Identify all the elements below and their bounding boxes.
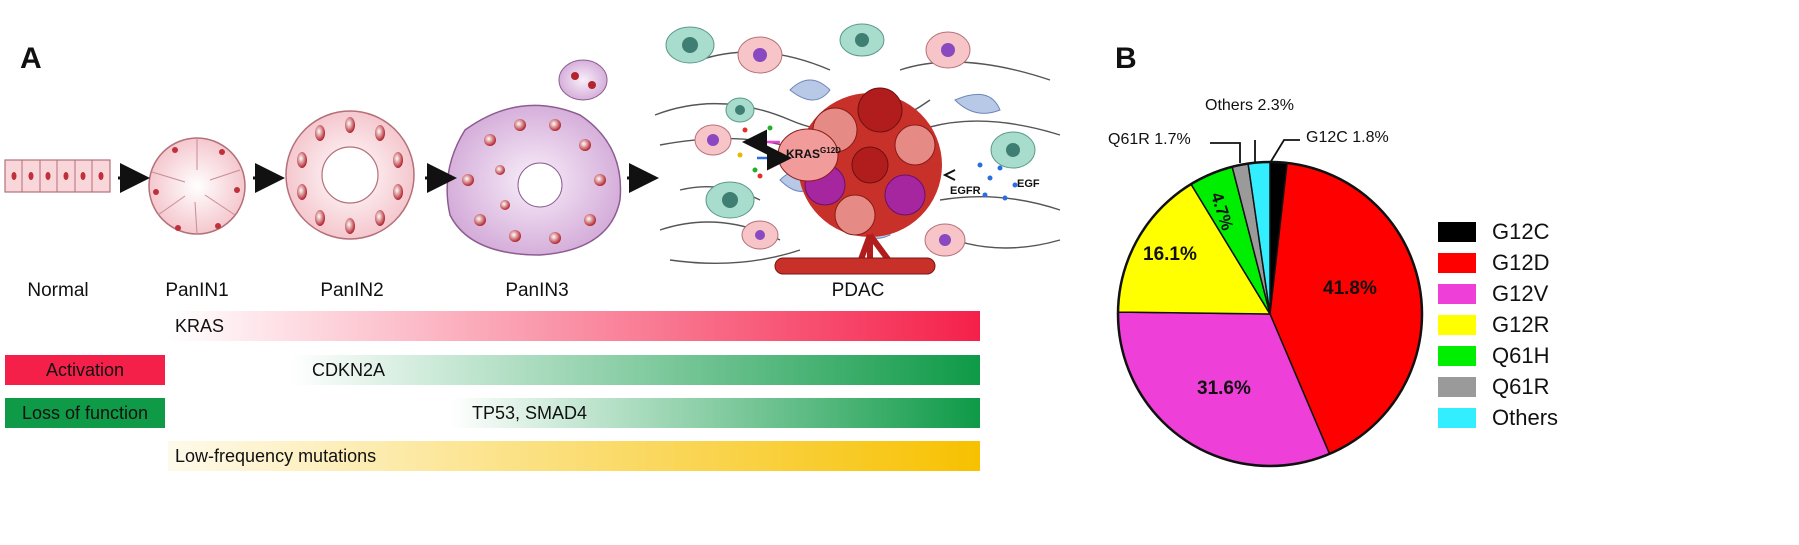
pie-legend-swatch [1438, 315, 1476, 335]
low-frequency-bar-label: Low-frequency mutations [175, 446, 377, 466]
pie-legend-swatch [1438, 377, 1476, 397]
panel-a-letter: A [20, 42, 42, 75]
pie-label-others-callout: Others 2.3% [1205, 97, 1294, 114]
stage-label-pdac: PDAC [831, 280, 885, 301]
pie-chart [1116, 160, 1424, 468]
pie-legend-swatch [1438, 408, 1476, 428]
pie-legend-label: Others [1492, 405, 1559, 430]
cdkn2a-bar [290, 355, 980, 385]
pie-legend-label: G12C [1492, 219, 1550, 244]
pie-legend-swatch [1438, 222, 1476, 242]
stage-label-panin3: PanIN3 [505, 280, 569, 301]
pie-legend-item-q61h: Q61H [1438, 343, 1549, 369]
panin1-structure [148, 137, 246, 235]
panin3-structure [446, 59, 622, 256]
stage-label-normal: Normal [27, 280, 89, 301]
legend-activation: Activation [5, 355, 165, 385]
cdkn2a-bar-label: CDKN2A [312, 360, 386, 380]
pie-legend-swatch [1438, 284, 1476, 304]
kras-bar [168, 311, 980, 341]
tp53-smad4-bar [450, 398, 980, 428]
panel-b-letter: B [1115, 42, 1137, 75]
pdac-microenvironment [654, 23, 1061, 275]
pie-legend-item-g12d: G12D [1438, 250, 1549, 276]
stage-label-panin2: PanIN2 [320, 280, 384, 301]
pie-legend-item-q61r: Q61R [1438, 374, 1549, 400]
pie-legend-item-g12r: G12R [1438, 312, 1549, 338]
pie-label-g12d: 41.8% [1323, 278, 1377, 299]
tp53-smad4-bar-label: TP53, SMAD4 [472, 403, 588, 423]
pie-legend-label: G12V [1492, 281, 1549, 306]
legend-loss-of-function: Loss of function [5, 398, 165, 428]
pie-label-g12r: 16.1% [1143, 244, 1197, 265]
pie-legend-item-g12c: G12C [1438, 219, 1549, 245]
normal-epithelium [4, 159, 111, 193]
pie-legend-item-others: Others [1438, 405, 1558, 431]
kras-g12d-label: KRASG12D [786, 146, 841, 161]
panin2-structure [285, 110, 415, 240]
kras-bar-label: KRAS [175, 316, 225, 336]
pie-legend-swatch [1438, 346, 1476, 366]
pie-label-g12v: 31.6% [1197, 378, 1251, 399]
pie-label-q61r-callout: Q61R 1.7% [1108, 131, 1191, 148]
pie-label-g12c-callout: G12C 1.8% [1306, 129, 1389, 146]
stage-label-panin1: PanIN1 [165, 280, 229, 301]
egfr-label: EGFR [950, 185, 981, 197]
pie-callouts [1210, 139, 1300, 164]
pie-legend-item-g12v: G12V [1438, 281, 1548, 307]
pie-legend-swatch [1438, 253, 1476, 273]
pie-legend-label: G12D [1492, 250, 1550, 275]
pie-legend-label: Q61R [1492, 374, 1550, 399]
low-frequency-bar [168, 441, 980, 471]
egf-label: EGF [1017, 178, 1040, 190]
pie-legend-label: Q61H [1492, 343, 1550, 368]
pie-legend-label: G12R [1492, 312, 1550, 337]
